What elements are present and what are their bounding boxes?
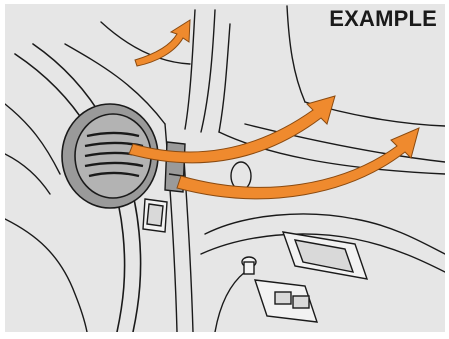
car-interior-illustration xyxy=(5,4,445,332)
example-caption: EXAMPLE xyxy=(329,8,437,30)
airflow-arrow-3 xyxy=(177,128,419,199)
window-switch-panel xyxy=(242,232,367,322)
dash-switch xyxy=(143,199,167,232)
airflow-arrow-2 xyxy=(129,96,335,163)
illustration-panel: EXAMPLE xyxy=(5,4,445,332)
